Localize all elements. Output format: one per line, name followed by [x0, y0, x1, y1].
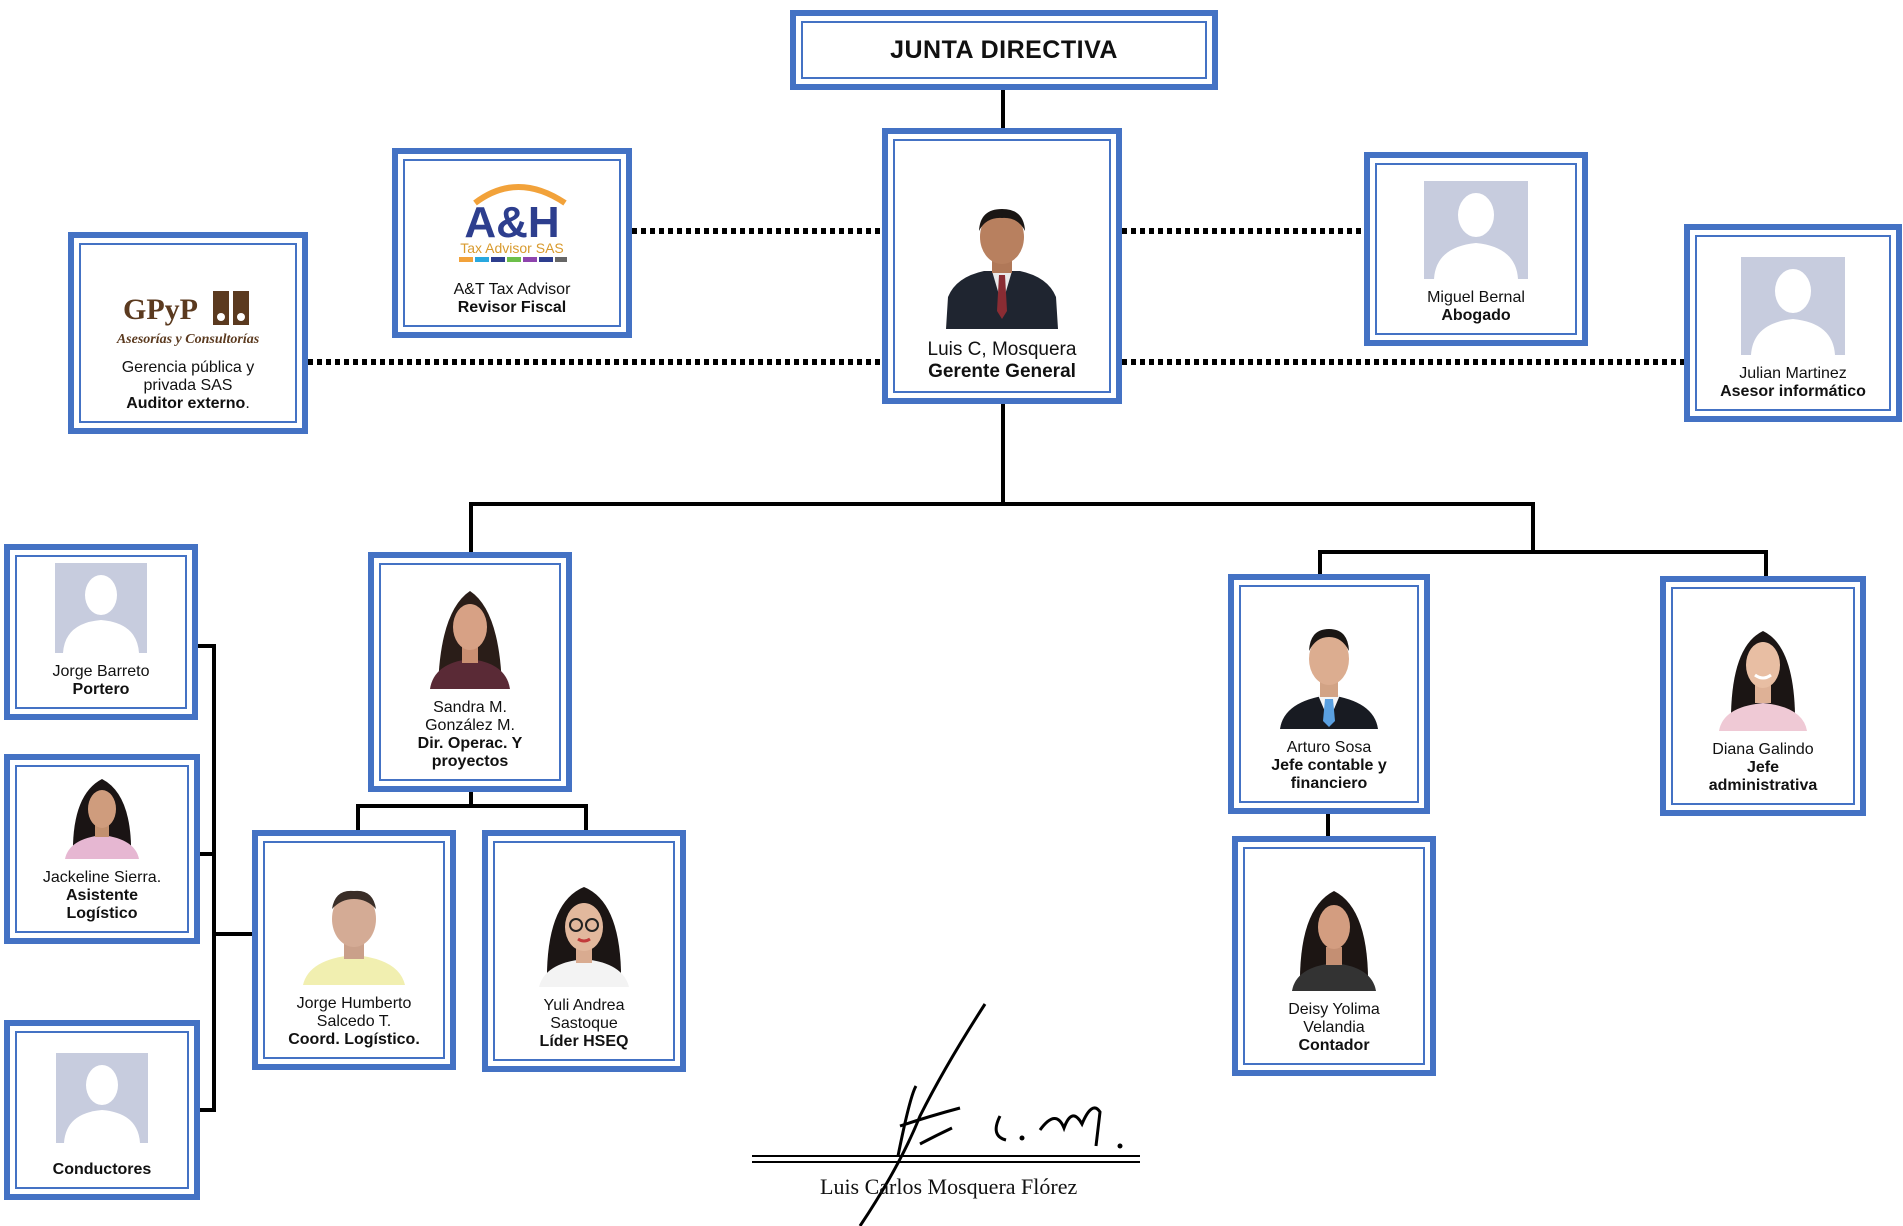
- auditor-name: Gerencia pública y privada SAS: [121, 359, 255, 394]
- director-operaciones-box: Sandra M. González M. Dir. Operac. Y pro…: [368, 552, 572, 792]
- portero-name: Jorge Barreto: [52, 663, 150, 680]
- revisor-fiscal-box: A&H Tax Advisor SAS A&T Tax Advisor Revi…: [392, 148, 632, 338]
- abogado-role: Abogado: [1441, 307, 1511, 324]
- jefe-admin-name: Diana Galindo: [1712, 741, 1814, 758]
- junta-directiva-title: JUNTA DIRECTIVA: [801, 21, 1207, 79]
- lider-hseq-name: Yuli Andrea Sastoque: [543, 997, 625, 1032]
- ath-logo-text: A&H: [464, 198, 559, 247]
- woman-photo: [422, 581, 518, 689]
- conductores-role: Conductores: [52, 1161, 152, 1178]
- director-role: Dir. Operac. Y proyectos: [417, 735, 523, 770]
- woman-photo: [59, 771, 145, 859]
- placeholder-avatar-icon: [1741, 257, 1845, 355]
- lider-hseq-role: Líder HSEQ: [539, 1033, 629, 1050]
- ath-logo-icon: A&H Tax Advisor SAS: [459, 184, 567, 262]
- jefe-contable-role: Jefe contable y financiero: [1271, 757, 1387, 792]
- placeholder-avatar-icon: [1424, 181, 1528, 279]
- man-in-suit-photo: [1278, 621, 1380, 729]
- contador-box: Deisy Yolima Velandia Contador: [1232, 836, 1436, 1076]
- man-photo: [299, 879, 409, 985]
- woman-photo: [1715, 623, 1811, 731]
- jefe-contable-name: Arturo Sosa: [1286, 739, 1372, 756]
- junta-directiva-box: JUNTA DIRECTIVA: [790, 10, 1218, 90]
- contador-name: Deisy Yolima Velandia: [1288, 1001, 1380, 1036]
- signature-name: Luis Carlos Mosquera Flórez: [820, 1174, 1078, 1199]
- coord-logistico-box: Jorge Humberto Salcedo T. Coord. Logísti…: [252, 830, 456, 1070]
- abogado-box: Miguel Bernal Abogado: [1364, 152, 1588, 346]
- woman-with-glasses-photo: [529, 875, 639, 987]
- asistente-name: Jackeline Sierra.: [42, 869, 162, 886]
- ath-logo-sub: Tax Advisor SAS: [460, 240, 564, 256]
- gpyp-logo-sub: Asesorías y Consultorías: [116, 332, 260, 347]
- revisor-role: Revisor Fiscal: [457, 299, 567, 316]
- asesor-name: Julian Martinez: [1739, 365, 1847, 382]
- director-name: Sandra M. González M.: [425, 699, 515, 734]
- gerente-role: Gerente General: [928, 361, 1076, 382]
- gpyp-logo-text: GPyP: [123, 293, 198, 326]
- placeholder-avatar-icon: [55, 563, 147, 653]
- asesor-informatico-box: Julian Martinez Asesor informático: [1684, 224, 1902, 422]
- asesor-role: Asesor informático: [1720, 383, 1866, 400]
- abogado-name: Miguel Bernal: [1427, 289, 1525, 306]
- lider-hseq-box: Yuli Andrea Sastoque Líder HSEQ: [482, 830, 686, 1072]
- connector-lines: [194, 88, 1768, 1112]
- gpyp-logo-icon: GPyP Asesorías y Consultorías: [116, 291, 260, 347]
- gerente-general-box: Luis C, Mosquera Gerente General: [882, 128, 1122, 404]
- asistente-role: Asistente Logístico: [65, 887, 139, 922]
- auditor-role: Auditor externo: [126, 395, 246, 412]
- revisor-name: A&T Tax Advisor: [453, 281, 571, 298]
- contador-role: Contador: [1298, 1037, 1370, 1054]
- portero-box: Jorge Barreto Portero: [4, 544, 198, 720]
- handwritten-signature: [752, 1003, 1140, 1226]
- jefe-contable-box: Arturo Sosa Jefe contable y financiero: [1228, 574, 1430, 814]
- placeholder-avatar-icon: [56, 1053, 148, 1143]
- coord-logistico-role: Coord. Logístico.: [288, 1031, 420, 1048]
- conductores-box: Conductores: [4, 1020, 200, 1200]
- jefe-administrativa-box: Diana Galindo Jefe administrativa: [1660, 576, 1866, 816]
- woman-photo: [1286, 881, 1382, 991]
- jefe-admin-role: Jefe administrativa: [1708, 759, 1818, 794]
- coord-logistico-name: Jorge Humberto Salcedo T.: [296, 995, 412, 1030]
- man-in-suit-photo: [942, 201, 1062, 329]
- auditor-externo-box: GPyP Asesorías y Consultorías Gerencia p…: [68, 232, 308, 434]
- auditor-role-suffix: .: [245, 395, 250, 412]
- portero-role: Portero: [72, 681, 130, 698]
- gerente-name: Luis C, Mosquera: [927, 339, 1077, 360]
- org-chart: JUNTA DIRECTIVA Luis C, Mosquera Gerente…: [4, 10, 1902, 1226]
- asistente-logistico-box: Jackeline Sierra. Asistente Logístico: [4, 754, 200, 944]
